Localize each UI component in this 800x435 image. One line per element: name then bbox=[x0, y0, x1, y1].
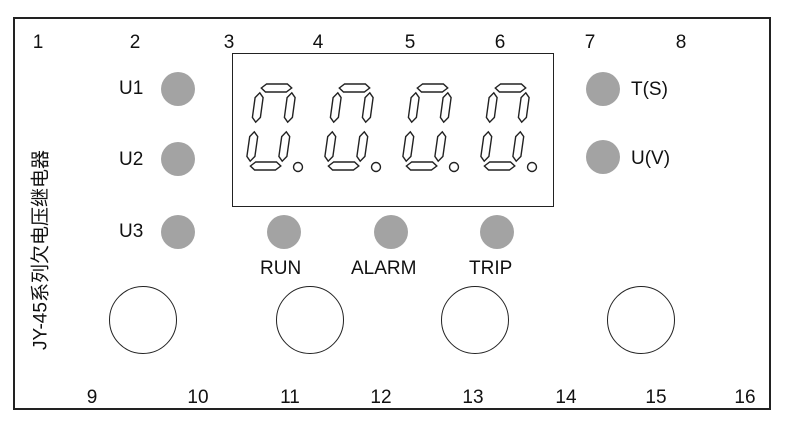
digit-3-decimal-point bbox=[448, 161, 460, 173]
terminal-10: 10 bbox=[187, 387, 209, 408]
relay-panel bbox=[13, 17, 771, 410]
digit-2-segment-e bbox=[324, 130, 337, 163]
ts-label: T(S) bbox=[631, 79, 668, 100]
terminal-8: 8 bbox=[675, 32, 687, 53]
digit-4-segment-b bbox=[517, 91, 530, 124]
digit-1-segment-e bbox=[246, 130, 259, 163]
button-2[interactable] bbox=[276, 286, 344, 354]
seven-segment-display bbox=[232, 53, 554, 207]
display-digits bbox=[246, 83, 538, 173]
button-1[interactable] bbox=[109, 286, 177, 354]
terminal-7: 7 bbox=[584, 32, 596, 53]
terminal-12: 12 bbox=[370, 387, 392, 408]
digit-3-segment-b bbox=[439, 91, 452, 124]
terminal-16: 16 bbox=[734, 387, 756, 408]
terminal-15: 15 bbox=[645, 387, 667, 408]
ts-led bbox=[586, 72, 620, 106]
button-4[interactable] bbox=[607, 286, 675, 354]
digit-2-segment-a bbox=[338, 83, 371, 93]
digit-4-segment-d bbox=[483, 161, 516, 171]
digit-1-segment-a bbox=[260, 83, 293, 93]
u1-led bbox=[161, 72, 195, 106]
digit-1-segment-d bbox=[249, 161, 282, 171]
digit-2-segment-b bbox=[361, 91, 374, 124]
terminal-11: 11 bbox=[280, 387, 300, 408]
terminal-3: 3 bbox=[223, 32, 235, 53]
digit-1-segment-f bbox=[251, 91, 264, 124]
run-label: RUN bbox=[260, 258, 302, 279]
trip-label: TRIP bbox=[469, 258, 513, 279]
u2-led bbox=[161, 142, 195, 176]
uv-led bbox=[586, 140, 620, 174]
terminal-1: 1 bbox=[32, 32, 44, 53]
digit-1-decimal-point bbox=[292, 161, 304, 173]
alarm-label: ALARM bbox=[351, 258, 417, 279]
digit-4-segment-a bbox=[494, 83, 527, 93]
button-3[interactable] bbox=[441, 286, 509, 354]
digit-3-segment-d bbox=[405, 161, 438, 171]
terminal-14: 14 bbox=[555, 387, 577, 408]
terminal-5: 5 bbox=[404, 32, 416, 53]
uv-label: U(V) bbox=[631, 148, 671, 169]
digit-2-segment-c bbox=[356, 130, 369, 163]
digit-3-segment-e bbox=[402, 130, 415, 163]
digit-3-segment-f bbox=[407, 91, 420, 124]
digit-2-decimal-point bbox=[370, 161, 382, 173]
u3-label: U3 bbox=[119, 221, 144, 242]
digit-2-segment-d bbox=[327, 161, 360, 171]
terminal-2: 2 bbox=[129, 32, 141, 53]
alarm-led bbox=[374, 215, 408, 249]
digit-3-segment-c bbox=[434, 130, 447, 163]
terminal-4: 4 bbox=[312, 32, 324, 53]
digit-1-segment-b bbox=[283, 91, 296, 124]
trip-led bbox=[480, 215, 514, 249]
u2-label: U2 bbox=[119, 149, 144, 170]
terminal-9: 9 bbox=[86, 387, 98, 408]
digit-4-segment-c bbox=[512, 130, 525, 163]
digit-4-segment-f bbox=[485, 91, 498, 124]
digit-3-segment-a bbox=[416, 83, 449, 93]
u1-label: U1 bbox=[119, 78, 144, 99]
digit-2-segment-f bbox=[329, 91, 342, 124]
terminal-6: 6 bbox=[494, 32, 506, 53]
run-led bbox=[267, 215, 301, 249]
terminal-13: 13 bbox=[462, 387, 484, 408]
u3-led bbox=[161, 215, 195, 249]
digit-4-segment-e bbox=[480, 130, 493, 163]
digit-1-segment-c bbox=[278, 130, 291, 163]
relay-title: JY-45系列欠电压继电器 bbox=[30, 150, 52, 350]
digit-4-decimal-point bbox=[526, 161, 538, 173]
